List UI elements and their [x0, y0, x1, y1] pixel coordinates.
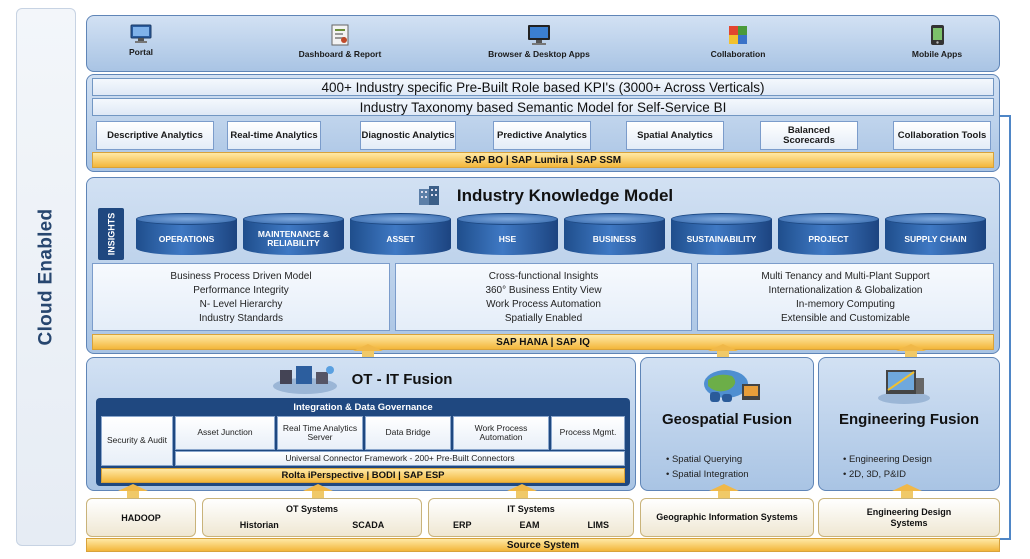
drafting-icon [878, 370, 930, 404]
db-sustainability[interactable]: SUSTAINABILITY [671, 213, 772, 261]
desktop-icon [528, 25, 550, 45]
ikm-title: Industry Knowledge Model [456, 186, 674, 205]
globe-icon [704, 370, 760, 402]
features-col-2: Cross-functional Insights 360° Business … [395, 263, 692, 331]
arrow-up [708, 344, 738, 358]
channels-row: Portal Dashboard & Report Browser & Desk… [86, 24, 1000, 68]
it-systems-items: ERP EAM LIMS [452, 520, 609, 530]
engineering-bullets: • Engineering Design • 2D, 3D, P&ID [843, 454, 932, 480]
db-maintenance-reliability[interactable]: MAINTENANCE & RELIABILITY [243, 213, 344, 261]
channel-browser-desktop[interactable]: Browser & Desktop Apps [454, 24, 624, 59]
analytics-balanced-scorecards[interactable]: Balanced Scorecards [760, 121, 858, 150]
db-supply-chain[interactable]: SUPPLY CHAIN [885, 213, 986, 261]
analytics-spatial[interactable]: Spatial Analytics [626, 121, 724, 150]
report-icon [331, 24, 349, 46]
mobile-icon [931, 25, 944, 45]
channel-mobile[interactable]: Mobile Apps [852, 24, 1022, 59]
cloud-band [16, 8, 76, 546]
insights-tab: INSIGHTS [98, 208, 124, 260]
engineering-title: Engineering Fusion [838, 411, 979, 428]
db-project[interactable]: PROJECT [778, 213, 879, 261]
source-it-systems[interactable]: IT Systems ERP EAM LIMS [428, 498, 634, 537]
bi-tools-bar: SAP BO | SAP Lumira | SAP SSM [92, 152, 994, 168]
arrow-up [353, 344, 383, 358]
db-business[interactable]: BUSINESS [564, 213, 665, 261]
connector-bar: Universal Connector Framework - 200+ Pre… [175, 451, 625, 466]
ikm-header: Industry Knowledge Model [86, 183, 1000, 209]
geospatial-bullets: • Spatial Querying • Spatial Integration [666, 454, 749, 480]
cube-icon [729, 26, 747, 44]
arrow-up [118, 484, 148, 498]
cell-data-bridge[interactable]: Data Bridge [365, 416, 451, 450]
features-col-1: Business Process Driven Model Performanc… [92, 263, 390, 331]
arrow-up [709, 484, 739, 498]
source-gis[interactable]: Geographic Information Systems [640, 498, 814, 537]
analytics-predictive[interactable]: Predictive Analytics [493, 121, 591, 150]
source-hadoop[interactable]: HADOOP [86, 498, 196, 537]
network-icon [272, 366, 337, 394]
channel-portal[interactable]: Portal [56, 24, 226, 57]
source-ot-systems[interactable]: OT Systems Historian SCADA [202, 498, 422, 537]
source-system-bar: Source System [86, 538, 1000, 552]
cloud-label: Cloud Enabled [35, 208, 56, 346]
db-bar: SAP HANA | SAP IQ [92, 334, 994, 350]
db-operations[interactable]: OPERATIONS [136, 213, 237, 261]
analytics-descriptive[interactable]: Descriptive Analytics [96, 121, 214, 150]
source-eds[interactable]: Engineering Design Systems [818, 498, 1000, 537]
cell-asset-junction[interactable]: Asset Junction [175, 416, 275, 450]
building-icon [418, 186, 439, 205]
cell-work-process[interactable]: Work Process Automation [453, 416, 549, 450]
taxonomy-bar: Industry Taxonomy based Semantic Model f… [92, 98, 994, 116]
arrow-up [892, 484, 922, 498]
cell-analytics-server[interactable]: Real Time Analytics Server [277, 416, 363, 450]
kpi-bar: 400+ Industry specific Pre-Built Role ba… [92, 78, 994, 96]
ot-systems-items: Historian SCADA [239, 520, 385, 530]
geospatial-title: Geospatial Fusion [661, 411, 793, 428]
db-hse[interactable]: HSE [457, 213, 558, 261]
analytics-realtime[interactable]: Real-time Analytics [227, 121, 321, 150]
arrow-up [303, 484, 333, 498]
channel-dashboard[interactable]: Dashboard & Report [255, 24, 425, 59]
cell-process-mgmt[interactable]: Process Mgmt. [551, 416, 625, 450]
arrow-up [896, 344, 926, 358]
ot-it-header: OT - IT Fusion [86, 361, 636, 397]
db-asset[interactable]: ASSET [350, 213, 451, 261]
analytics-collaboration-tools[interactable]: Collaboration Tools [893, 121, 991, 150]
cell-security-audit[interactable]: Security & Audit [101, 416, 173, 466]
features-col-3: Multi Tenancy and Multi-Plant Support In… [697, 263, 994, 331]
ot-it-title: OT - IT Fusion [351, 370, 453, 388]
analytics-diagnostic[interactable]: Diagnostic Analytics [360, 121, 456, 150]
arrow-up [507, 484, 537, 498]
ot-it-tools-bar: Rolta iPerspective | BODI | SAP ESP [101, 468, 625, 483]
governance-title: Integration & Data Governance [293, 401, 433, 413]
channel-collaboration[interactable]: Collaboration [653, 24, 823, 59]
monitor-icon [130, 24, 152, 43]
